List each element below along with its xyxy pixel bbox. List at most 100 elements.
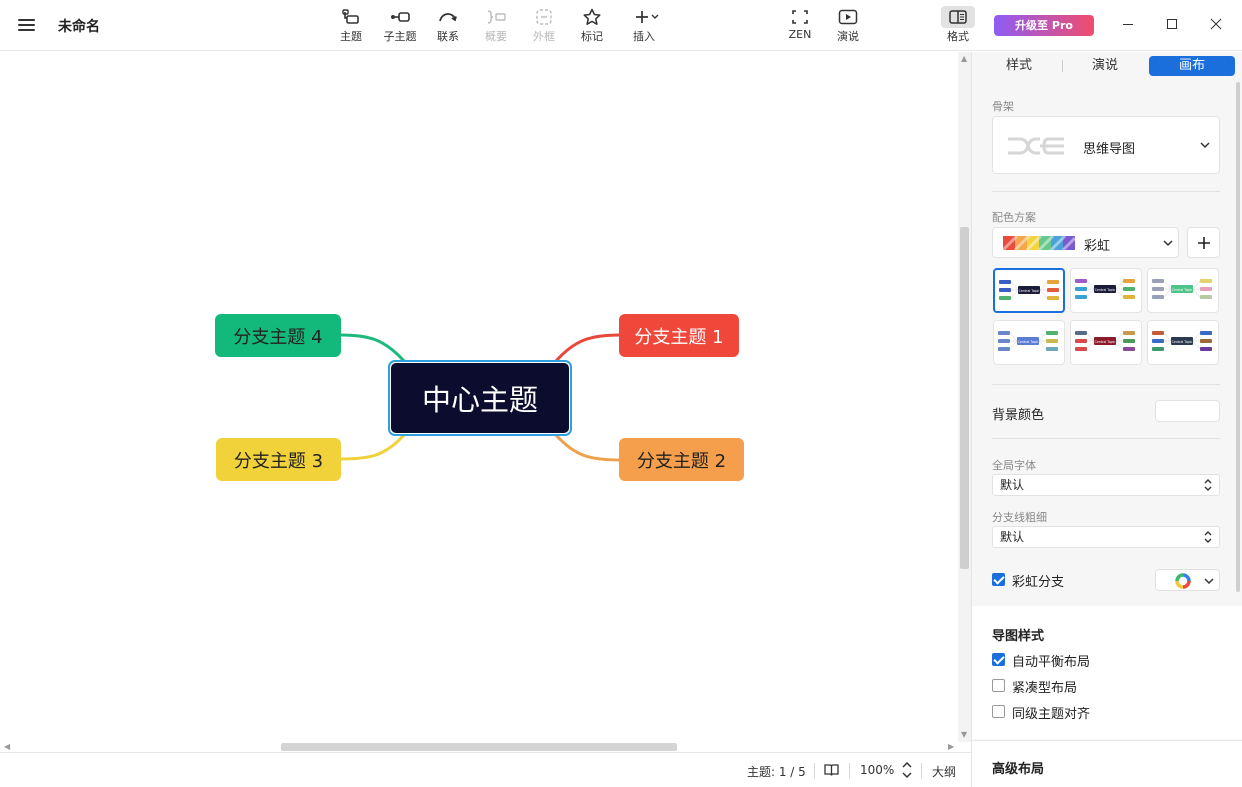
- color-scheme-value: 彩虹: [1084, 239, 1111, 254]
- maximize-icon[interactable]: [1160, 12, 1184, 36]
- panel-tabs: 样式 演说 画布: [972, 52, 1242, 80]
- tab-pitch[interactable]: 演说: [1091, 58, 1118, 73]
- insert-topic-button[interactable]: 主题: [328, 8, 374, 46]
- auto-balance-label: 自动平衡布局: [1012, 655, 1091, 670]
- rainbow-color-button[interactable]: [1155, 569, 1220, 591]
- summary-button[interactable]: 概要: [473, 8, 519, 46]
- status-divider: [849, 763, 850, 779]
- mindmap-skeleton-icon: [1008, 137, 1064, 155]
- compact-layout-checkbox[interactable]: [992, 679, 1005, 692]
- insert-subtopic-button[interactable]: 子主题: [377, 8, 423, 46]
- center-topic[interactable]: 中心主题: [391, 363, 569, 433]
- pitch-label: 演说: [837, 30, 859, 43]
- upgrade-pro-button[interactable]: 升级至 Pro: [994, 15, 1094, 36]
- play-icon: [838, 9, 858, 25]
- scheme-preview: Central Topic: [1152, 279, 1212, 299]
- status-bar: 主题: 1 / 5 100% 大纲: [0, 752, 971, 787]
- boundary-label: 外框: [533, 30, 555, 43]
- scroll-down-arrow-icon[interactable]: ▼: [961, 730, 968, 739]
- zoom-stepper-icon[interactable]: [901, 761, 913, 779]
- color-scheme-thumb-1[interactable]: Central Topic: [993, 268, 1065, 313]
- hamburger-menu-icon[interactable]: [17, 16, 37, 34]
- scroll-left-arrow-icon[interactable]: ◀: [4, 742, 11, 751]
- compact-layout-label: 紧凑型布局: [1012, 681, 1078, 696]
- topic-label: 主题: [340, 30, 362, 43]
- topic-count: 主题: 1 / 5: [747, 765, 806, 779]
- branch-line-4: [340, 333, 406, 363]
- outline-button[interactable]: 大纲: [932, 765, 957, 779]
- global-font-select[interactable]: 默认: [992, 474, 1220, 496]
- auto-balance-checkbox[interactable]: [992, 653, 1005, 666]
- marker-button[interactable]: 标记: [569, 8, 615, 46]
- format-label: 格式: [947, 30, 969, 43]
- tab-style[interactable]: 样式: [1005, 58, 1032, 73]
- color-scheme-thumb-4[interactable]: Central Topic: [993, 320, 1065, 365]
- pitch-mode-button[interactable]: 演说: [825, 8, 871, 46]
- global-font-label: 全局字体: [992, 459, 1036, 472]
- vertical-scroll-thumb[interactable]: [960, 227, 969, 569]
- insert-menu-button[interactable]: 插入: [621, 8, 667, 46]
- subtopic-icon: [391, 12, 410, 22]
- add-color-scheme-button[interactable]: [1187, 227, 1220, 258]
- panel-scrollbar[interactable]: [1236, 82, 1240, 592]
- branch-line-2: [554, 433, 621, 462]
- branch-topic-4[interactable]: 分支主题 4: [215, 314, 341, 357]
- zen-mode-button[interactable]: ZEN: [777, 8, 823, 46]
- book-icon[interactable]: [823, 762, 840, 778]
- color-scheme-thumb-2[interactable]: Central Topic: [1070, 268, 1142, 313]
- scheme-preview: Central Topic: [1075, 279, 1135, 299]
- skeleton-selector[interactable]: 思维导图: [992, 116, 1220, 174]
- color-scheme-selector[interactable]: 彩虹: [992, 227, 1179, 258]
- branch-topic-3[interactable]: 分支主题 3: [216, 438, 341, 481]
- scroll-up-arrow-icon[interactable]: ▲: [961, 54, 968, 63]
- close-icon[interactable]: [1204, 12, 1228, 36]
- map-style-section: 导图样式 自动平衡布局 紧凑型布局 同级主题对齐: [972, 606, 1242, 739]
- zen-label: ZEN: [788, 28, 812, 41]
- branch-topic-2[interactable]: 分支主题 2: [619, 438, 744, 481]
- scheme-preview: Central Topic: [1075, 331, 1135, 351]
- boundary-button[interactable]: 外框: [521, 8, 567, 46]
- canvas-vertical-scrollbar[interactable]: ▲ ▼: [958, 52, 971, 742]
- scheme-preview: Central Topic: [1152, 331, 1212, 351]
- zoom-level[interactable]: 100%: [860, 763, 895, 777]
- updown-icon: [1204, 531, 1212, 543]
- rainbow-branch-checkbox[interactable]: [992, 573, 1005, 586]
- color-scheme-thumb-6[interactable]: Central Topic: [1147, 320, 1219, 365]
- mindmap-canvas[interactable]: 中心主题 分支主题 1 分支主题 2 分支主题 3 分支主题 4: [0, 52, 958, 742]
- subtopic-label: 子主题: [383, 30, 417, 43]
- center-topic-selection: [388, 360, 572, 436]
- tab-canvas[interactable]: 画布: [1149, 56, 1235, 76]
- document-title[interactable]: 未命名: [58, 19, 100, 35]
- format-panel-button[interactable]: 格式: [935, 6, 981, 46]
- chevron-down-icon: [1204, 578, 1214, 585]
- advanced-layout-title[interactable]: 高级布局: [992, 762, 1045, 777]
- horizontal-scroll-thumb[interactable]: [281, 743, 677, 751]
- tab-divider: [1062, 60, 1063, 72]
- align-siblings-checkbox[interactable]: [992, 705, 1005, 718]
- minimize-icon[interactable]: [1116, 12, 1140, 36]
- chevron-down-icon: [1200, 142, 1210, 149]
- summary-label: 概要: [485, 30, 507, 43]
- relationship-button[interactable]: 联系: [425, 8, 471, 46]
- relationship-icon: [439, 13, 457, 22]
- branch-lines: [340, 333, 621, 462]
- color-scheme-thumb-5[interactable]: Central Topic: [1070, 320, 1142, 365]
- branch-line-value: 默认: [1000, 530, 1025, 544]
- branch-topic-1[interactable]: 分支主题 1: [619, 314, 739, 357]
- plus-icon: [1197, 237, 1210, 249]
- color-scheme-thumb-3[interactable]: Central Topic: [1147, 268, 1219, 313]
- background-color-label: 背景颜色: [992, 408, 1045, 423]
- summary-icon: [487, 10, 506, 24]
- canvas-horizontal-scrollbar[interactable]: ◀ ▶: [0, 742, 958, 752]
- scheme-preview: Central Topic: [998, 331, 1058, 351]
- scroll-right-arrow-icon[interactable]: ▶: [948, 742, 955, 751]
- background-color-swatch[interactable]: [1155, 400, 1220, 422]
- align-siblings-label: 同级主题对齐: [1012, 707, 1091, 722]
- format-panel-icon: [949, 10, 967, 24]
- map-style-title: 导图样式: [992, 629, 1045, 644]
- branch-line-select[interactable]: 默认: [992, 526, 1220, 548]
- branch-line-1: [554, 333, 621, 363]
- svg-text:Central Topic: Central Topic: [1172, 340, 1193, 344]
- branch-line-label: 分支线粗细: [992, 511, 1047, 524]
